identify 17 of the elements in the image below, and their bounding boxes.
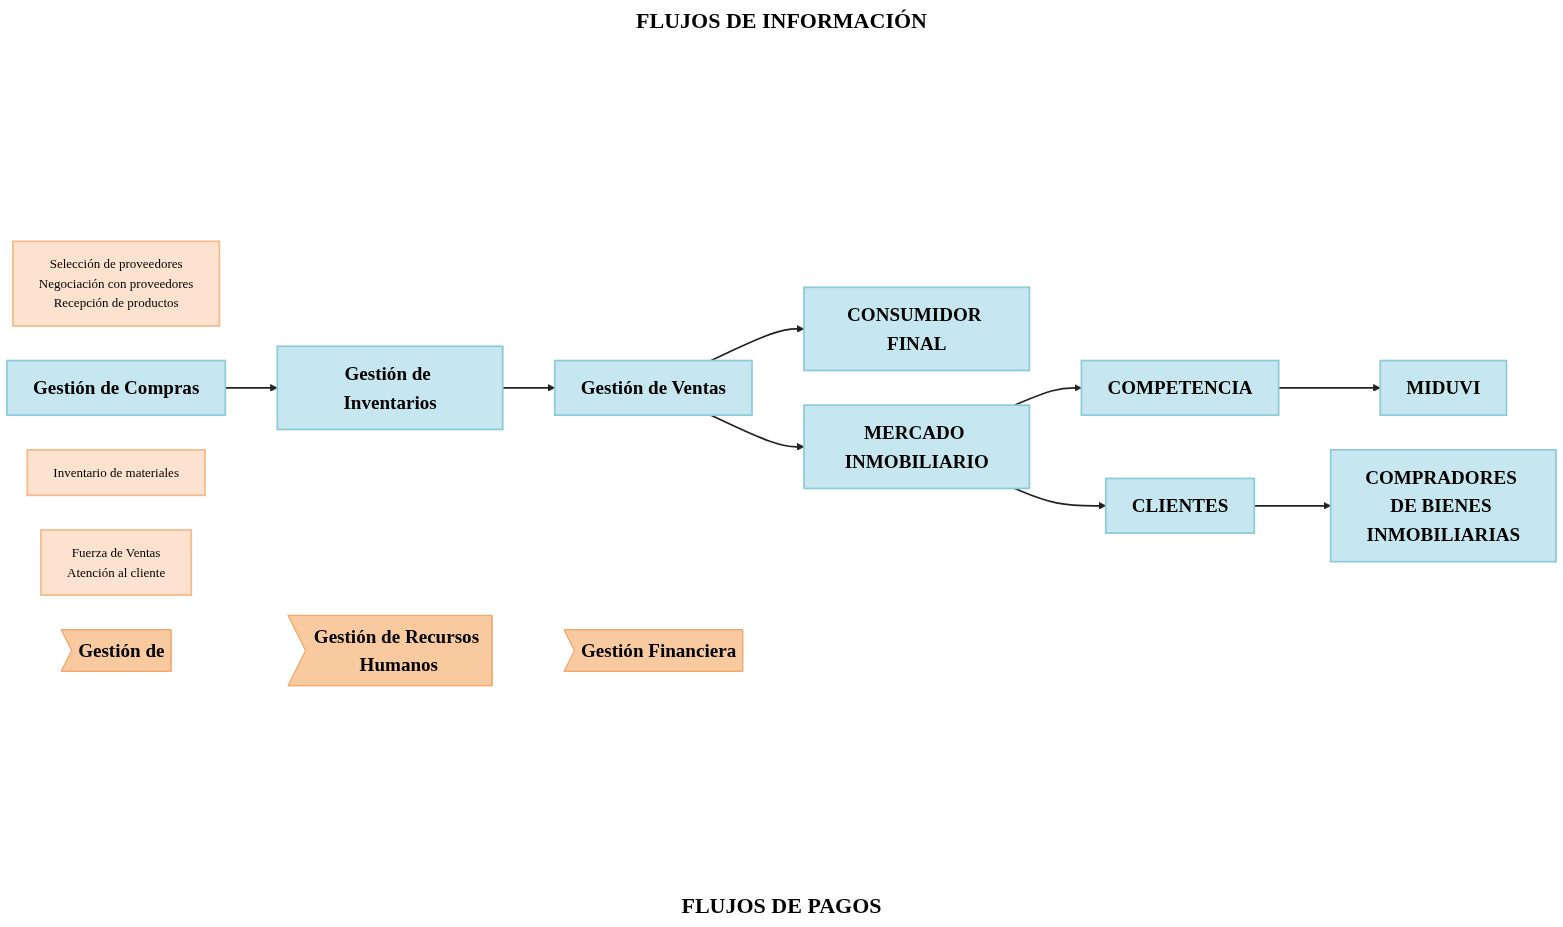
node-box: Gestión de Compras	[6, 359, 227, 417]
section-heading: FLUJOS DE INFORMACIÓN	[636, 8, 927, 34]
node-box: CONSUMIDOR FINAL	[803, 286, 1031, 372]
node-box: Gestión de Ventas	[553, 359, 753, 417]
node-box: MIDUVI	[1379, 359, 1508, 417]
node-box: MERCADO INMOBILIARIO	[803, 404, 1031, 490]
arrow	[1013, 384, 1082, 407]
arrow	[710, 325, 805, 362]
node-box: Selección de proveedores Negociación con proveedores Recepción de productos	[11, 240, 221, 327]
node-box: CLIENTES	[1104, 477, 1256, 534]
node-box: COMPRADORES DE BIENES INMOBILIARIAS	[1329, 449, 1557, 563]
section-heading: FLUJOS DE PAGOS	[681, 893, 882, 919]
node-box: Inventario de materiales	[26, 449, 206, 497]
arrow	[710, 414, 805, 451]
node-box: COMPETENCIA	[1080, 359, 1280, 417]
node-box: Fuerza de Ventas Atención al cliente	[40, 529, 193, 596]
node-box: Gestión de Inventarios	[276, 345, 504, 431]
